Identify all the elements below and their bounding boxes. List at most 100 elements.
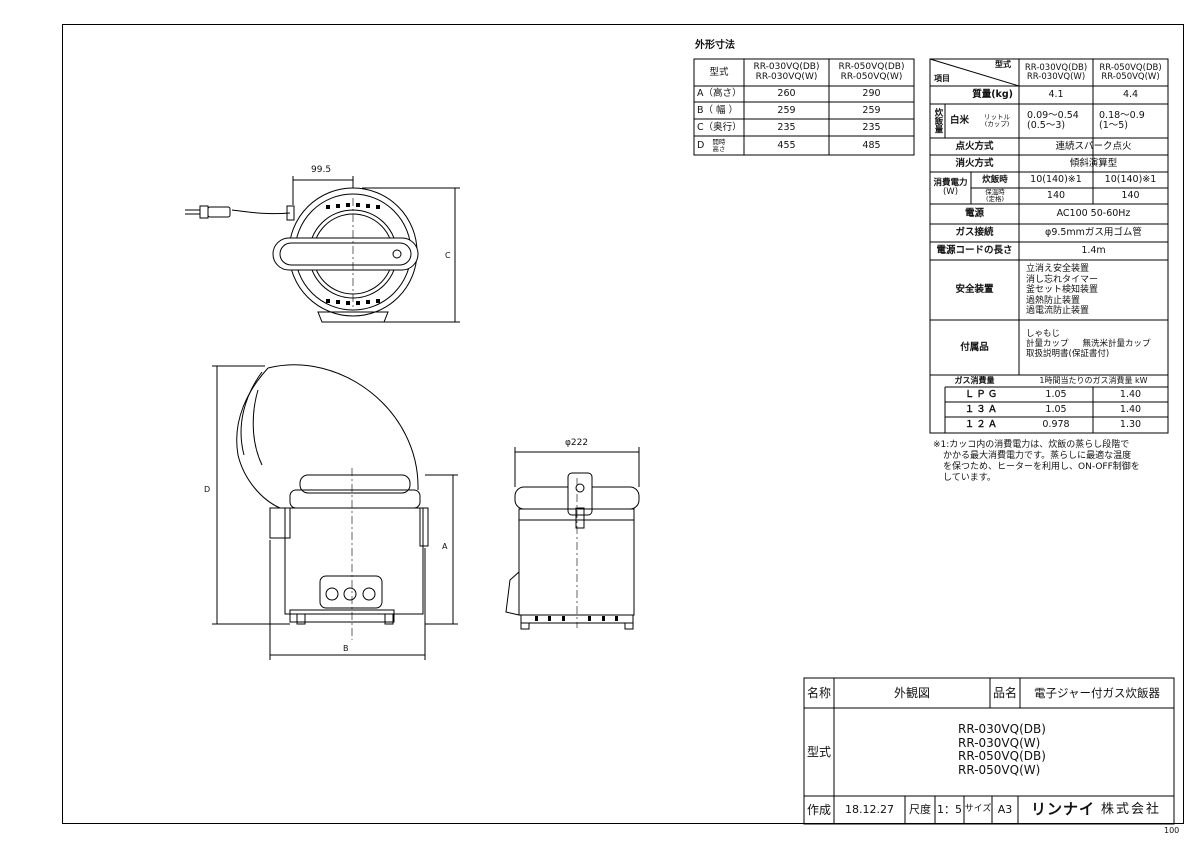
dims-row-c-label: C（奥行） — [697, 121, 742, 133]
spec-model-030-db: RR-030VQ(DB) — [1024, 62, 1088, 73]
company-logo: リンナイ — [1030, 800, 1095, 819]
dims-row-d-sub1: 開時 — [712, 138, 726, 146]
tb-scale-val: 1：5 — [937, 803, 962, 817]
spec-ext-label: 消火方式 — [955, 157, 994, 169]
dims-header-050-w: RR-050VQ(W) — [840, 71, 903, 82]
spec-power-keep-v2: 140 — [1121, 190, 1140, 202]
power-note-line: かかる最大消費電力です。蒸らしに最適な温度 — [943, 451, 1132, 461]
spec-safety-list: 立消え安全装置 消し忘れタイマー 釜セット検知装置 過熱防止装置 過電流防止装置 — [1026, 264, 1098, 317]
spec-head-item: 項目 — [934, 74, 950, 83]
dims-title: 外形寸法 — [695, 40, 735, 51]
spec-rice-v2: 0.18〜0.9 (1〜5) — [1093, 104, 1168, 138]
tb-model-item: RR-050VQ(DB) — [958, 749, 1046, 763]
spec-rice-v1-cup: (0.5〜3) — [1027, 120, 1066, 131]
spec-gas-use-label: ガス消費量 — [954, 375, 995, 385]
dim-label-d: D — [204, 485, 211, 494]
spec-power-keep-label-2: (定格) — [985, 195, 1005, 203]
dims-row-b-label: B（ 幅 ） — [697, 104, 739, 116]
spec-model-050: RR-050VQ(DB) RR-050VQ(W) — [1093, 59, 1168, 86]
dims-row-d-letter: D — [697, 139, 705, 151]
dim-phi-222: φ222 — [565, 438, 589, 448]
spec-safety-label: 安全装置 — [955, 284, 994, 296]
spec-model-030: RR-030VQ(DB) RR-030VQ(W) — [1019, 59, 1093, 86]
dims-row-d-v1: 455 — [777, 139, 796, 151]
dims-row-c-v2: 235 — [862, 121, 881, 133]
dims-row-d-label: D 開時 高さ — [697, 136, 725, 155]
spec-cook-side: 炊飯量 — [932, 108, 943, 134]
dim-label-c: C — [445, 251, 451, 260]
spec-model-050-w: RR-050VQ(W) — [1101, 71, 1160, 82]
spec-mass-v2: 4.4 — [1122, 89, 1139, 101]
top-view-vents — [326, 203, 380, 305]
top-view — [185, 176, 460, 323]
dims-row-d-v2: 485 — [862, 139, 881, 151]
page-number: 100 — [1164, 826, 1180, 835]
power-note-line: しています。 — [943, 473, 996, 483]
spec-gas-lpg-label: ＬＰＧ — [964, 388, 1000, 400]
spec-acc-line2: 計量カップ無洗米計量カップ — [1026, 339, 1151, 349]
front-view — [212, 364, 458, 660]
spec-power-cook-label: 炊飯時 — [982, 174, 1008, 185]
dims-row-b-v1: 259 — [777, 104, 796, 116]
spec-model-030-w: RR-030VQ(W) — [1026, 71, 1086, 82]
dim-label-a: A — [442, 542, 448, 551]
spec-gas-13a-label: １３Ａ — [964, 403, 1000, 415]
spec-ign-val: 連続スパーク点火 — [1055, 140, 1132, 152]
side-view — [505, 447, 640, 630]
dims-header-030-db: RR-030VQ(DB) — [753, 62, 820, 73]
tb-product-label: 品名 — [992, 685, 1017, 700]
dims-row-b-v2: 259 — [862, 104, 881, 116]
spec-gas-lpg-v1: 1.05 — [1045, 388, 1067, 400]
drawing-frame — [62, 24, 1184, 824]
spec-rice-v2-liter: 0.18〜0.9 — [1099, 110, 1145, 122]
spec-safety-item: 立消え安全装置 — [1026, 264, 1090, 274]
spec-gas-12a-label: １２Ａ — [964, 419, 1000, 431]
dims-row-d-sub2: 高さ — [712, 144, 726, 153]
spec-power-keep-label-1: 保温時 — [985, 188, 1005, 197]
tb-scale-label: 尺度 — [909, 803, 931, 817]
tb-product-val: 電子ジャー付ガス炊飯器 — [1034, 685, 1160, 700]
spec-safety-item: 過電流防止装置 — [1026, 306, 1090, 316]
spec-power-label-unit: (W) — [942, 187, 959, 197]
tb-name-label: 名称 — [806, 685, 831, 700]
spec-power-label: 消費電力 (W) — [930, 174, 971, 202]
company-suffix: 株式会社 — [1101, 802, 1162, 818]
spec-ign-label: 点火方式 — [955, 140, 994, 152]
spec-acc-line1: しゃもじ — [1026, 329, 1061, 339]
spec-safety-item: 釜セット検知装置 — [1026, 285, 1099, 295]
dims-header-050-db: RR-050VQ(DB) — [838, 62, 905, 73]
side-view-bottom-details — [535, 616, 618, 621]
spec-gas-use-unit: 1時間当たりのガス消費量 kW — [1039, 375, 1148, 385]
spec-acc-list: しゃもじ 計量カップ無洗米計量カップ 取扱説明書(保証書付) — [1026, 329, 1151, 359]
dims-header-050: RR-050VQ(DB) RR-050VQ(W) — [829, 59, 914, 86]
tb-model-list: RR-030VQ(DB) RR-030VQ(W) RR-050VQ(DB) RR… — [958, 722, 1046, 777]
spec-model-050-db: RR-050VQ(DB) — [1099, 62, 1162, 73]
spec-supply-val: AC100 50-60Hz — [1056, 208, 1131, 220]
spec-power-label-main: 消費電力 — [933, 178, 968, 189]
spec-rice-label: 白米 — [950, 115, 970, 127]
tb-made-label: 作成 — [806, 802, 831, 817]
spec-acc-cup: 計量カップ — [1026, 339, 1069, 349]
spec-gas-conn-label: ガス接続 — [955, 227, 994, 239]
dim-99-5: 99.5 — [311, 165, 332, 175]
spec-rice-v1-liter: 0.09〜0.54 — [1027, 110, 1079, 122]
spec-rice-unit-cup: (カップ) — [984, 120, 1010, 128]
spec-power-cook-v2: 10(140)※1 — [1104, 174, 1157, 186]
spec-power-cook-v1: 10(140)※1 — [1030, 174, 1082, 186]
dims-header-model: 型式 — [709, 66, 729, 78]
spec-gas-12a-v1: 0.978 — [1042, 419, 1070, 431]
power-note-line: を保つため、ヒーターを利用し、ON-OFF制御を — [943, 462, 1140, 472]
spec-rice-unit-liter: リットル — [984, 113, 1010, 122]
tb-size-label: サイズ — [964, 804, 992, 815]
tb-size-val: A3 — [997, 803, 1013, 817]
spec-gas-conn-val: φ9.5mmガス用ゴム管 — [1045, 227, 1142, 239]
spec-gas-lpg-v2: 1.40 — [1119, 388, 1142, 400]
dims-header-030: RR-030VQ(DB) RR-030VQ(W) — [744, 59, 829, 86]
spec-acc-label: 付属品 — [960, 341, 989, 353]
dims-row-a-label: A（高さ） — [697, 88, 742, 100]
dims-row-c-v1: 235 — [777, 121, 796, 133]
dims-row-a-v1: 260 — [777, 88, 796, 100]
spec-safety-item: 過熱防止装置 — [1026, 295, 1081, 306]
dims-row-d-sub: 開時 高さ — [712, 139, 725, 152]
